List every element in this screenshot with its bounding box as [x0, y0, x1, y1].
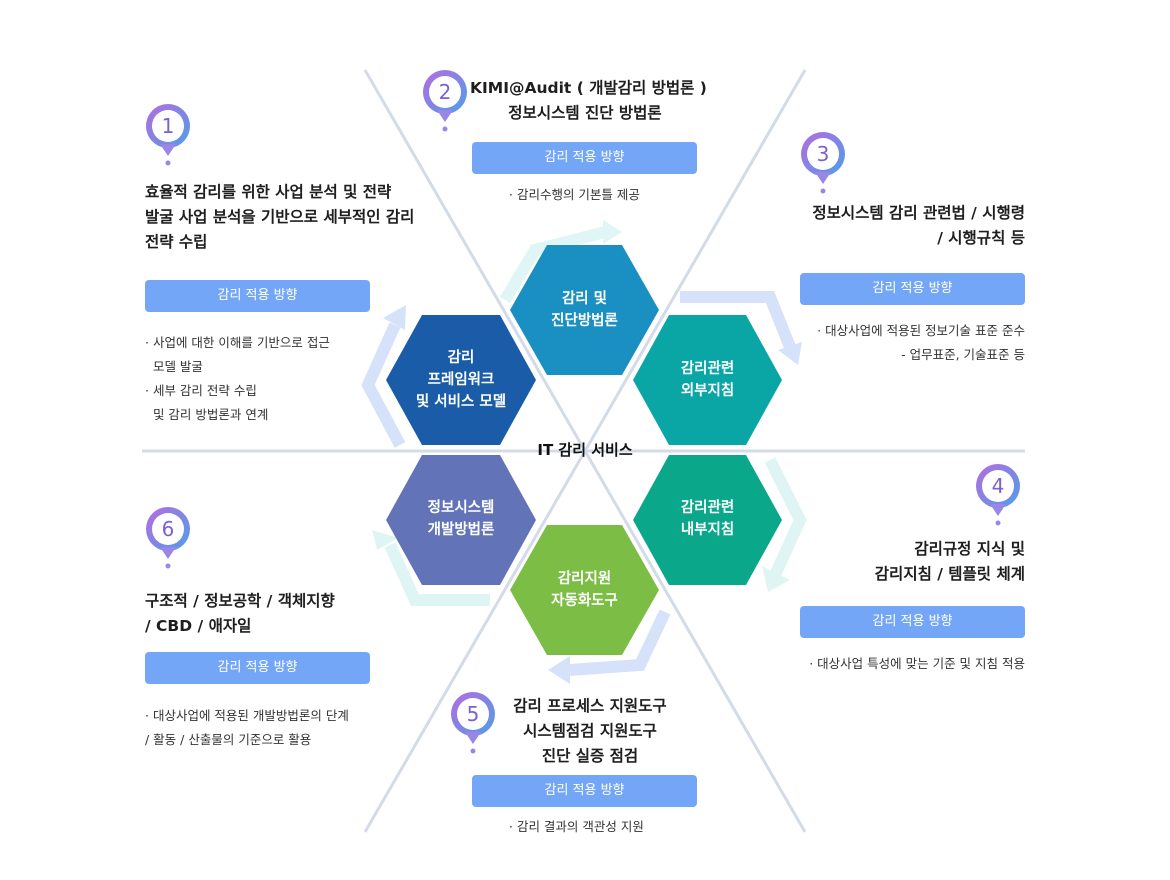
- section-1-desc-line-2: 모델 발굴: [145, 359, 203, 374]
- section-4-desc-line-1: · 대상사업 특성에 맞는 기준 및 지침 적용: [809, 656, 1025, 671]
- hex-internal-line-1: 감리관련: [680, 500, 735, 516]
- section-6-pill: 감리 적용 방향: [145, 652, 370, 684]
- divider-lines: [142, 69, 1025, 833]
- section-5-title: 감리 프로세스 지원도구 시스템점검 지원도구 진단 실증 점검: [500, 694, 680, 769]
- hex-internal: [633, 455, 782, 585]
- section-1-title-line-2: 발굴 사업 분석을 기반으로 세부적인 감리: [145, 208, 415, 226]
- section-4-title-line-2: 감리지침 / 템플릿 체계: [874, 565, 1025, 583]
- section-2-title-line-1: KIMI@Audit ( 개발감리 방법론 ): [470, 79, 707, 97]
- section-3-title: 정보시스템 감리 관련법 / 시행령 / 시행규칙 등: [770, 201, 1025, 251]
- hex-methodology-line-1: 감리 및: [561, 291, 608, 307]
- pin-6-number: 6: [162, 517, 175, 541]
- section-6-title-line-1: 구조적 / 정보공학 / 객체지향: [145, 592, 335, 610]
- section-5-title-line-1: 감리 프로세스 지원도구: [513, 697, 667, 715]
- section-1-pill: 감리 적용 방향: [145, 280, 370, 312]
- section-2-title: KIMI@Audit ( 개발감리 방법론 ) 정보시스템 진단 방법론: [470, 76, 707, 126]
- section-4-title-line-1: 감리규정 지식 및: [914, 540, 1025, 558]
- pin-3-number: 3: [817, 142, 830, 166]
- section-6-title-line-2: / CBD / 애자일: [145, 617, 252, 635]
- section-1-title-line-3: 전략 수립: [145, 233, 208, 251]
- hex-external-line-1: 감리관련: [680, 361, 735, 377]
- section-2-desc-line-1: · 감리수행의 기본틀 제공: [509, 187, 640, 202]
- section-4-desc: · 대상사업 특성에 맞는 기준 및 지침 적용: [760, 652, 1025, 676]
- section-6-desc-line-1: · 대상사업에 적용된 개발방법론의 단계: [145, 708, 349, 723]
- hex-automation-line-2: 자동화도구: [551, 593, 618, 609]
- section-6-title: 구조적 / 정보공학 / 객체지향 / CBD / 애자일: [145, 589, 335, 639]
- section-3-desc-line-1: · 대상사업에 적용된 정보기술 표준 준수: [817, 323, 1025, 338]
- hex-automation-label: 감리지원 자동화도구: [510, 568, 659, 612]
- arrow-bottom: [569, 609, 671, 676]
- hex-framework-line-2: 프레임워크: [427, 372, 495, 388]
- number-pin-1: 1: [146, 104, 190, 166]
- arrow-upper-right: [680, 291, 796, 350]
- hex-automation: [510, 525, 659, 655]
- pin-2-number: 2: [439, 80, 452, 104]
- section-3-title-line-2: / 시행규칙 등: [937, 229, 1025, 247]
- hex-dev-method-line-2: 개발방법론: [427, 522, 495, 538]
- section-2-desc: · 감리수행의 기본틀 제공: [509, 183, 640, 207]
- hex-internal-label: 감리관련 내부지침: [633, 497, 782, 541]
- section-3-desc: · 대상사업에 적용된 정보기술 표준 준수 - 업무표준, 기술표준 등: [770, 319, 1025, 367]
- section-1-desc-line-3: · 세부 감리 전략 수립: [145, 383, 257, 398]
- section-5-title-line-3: 진단 실증 점검: [541, 747, 639, 765]
- hex-external-line-2: 외부지침: [680, 383, 735, 399]
- section-1-title-line-1: 효율적 감리를 위한 사업 분석 및 전략: [145, 183, 392, 201]
- hex-internal-line-2: 내부지침: [680, 522, 735, 538]
- hex-dev-method: [386, 455, 536, 585]
- section-3-title-line-1: 정보시스템 감리 관련법 / 시행령: [812, 204, 1025, 222]
- hex-external-label: 감리관련 외부지침: [633, 358, 782, 402]
- hex-framework-line-3: 및 서비스 모델: [415, 394, 507, 410]
- section-4-title: 감리규정 지식 및 감리지침 / 템플릿 체계: [800, 537, 1025, 587]
- section-5-desc-line-1: · 감리 결과의 객관성 지원: [509, 819, 644, 834]
- hex-automation-line-1: 감리지원: [557, 571, 612, 587]
- section-3-desc-line-2: - 업무표준, 기술표준 등: [901, 347, 1025, 362]
- hex-dev-method-line-1: 정보시스템: [427, 500, 495, 516]
- section-4-pill: 감리 적용 방향: [800, 606, 1025, 638]
- section-5-pill: 감리 적용 방향: [472, 775, 697, 807]
- number-pin-5: 5: [451, 692, 495, 754]
- hex-external: [633, 315, 782, 445]
- section-3-pill: 감리 적용 방향: [800, 273, 1025, 305]
- hex-methodology-line-2: 진단방법론: [551, 313, 618, 329]
- section-6-desc: · 대상사업에 적용된 개발방법론의 단계 / 활동 / 산출물의 기준으로 활…: [145, 704, 349, 752]
- pin-5-number: 5: [467, 702, 480, 726]
- arrow-lower-left: [384, 542, 490, 606]
- arrow-lower-right: [764, 457, 807, 578]
- cycle-arrows: [361, 220, 807, 684]
- number-pin-2: 2: [423, 70, 467, 132]
- hexagons: [386, 245, 782, 655]
- pin-4-number: 4: [992, 474, 1005, 498]
- section-5-desc: · 감리 결과의 객관성 지원: [509, 815, 644, 839]
- section-1-desc-line-1: · 사업에 대한 이해를 기반으로 접근: [145, 335, 330, 350]
- number-pin-6: 6: [146, 507, 190, 569]
- section-2-title-line-2: 정보시스템 진단 방법론: [508, 104, 662, 122]
- hex-methodology-label: 감리 및 진단방법론: [510, 288, 659, 332]
- center-title: IT 감리 서비스: [537, 441, 633, 459]
- pin-1-number: 1: [162, 114, 175, 138]
- arrow-upper-left: [361, 322, 406, 448]
- hex-framework: [386, 315, 536, 445]
- section-5-title-line-2: 시스템점검 지원도구: [523, 722, 657, 740]
- section-2-pill: 감리 적용 방향: [472, 142, 697, 174]
- hex-framework-label: 감리 프레임워크 및 서비스 모델: [386, 347, 536, 413]
- hex-dev-method-label: 정보시스템 개발방법론: [386, 497, 536, 541]
- section-6-desc-line-2: / 활동 / 산출물의 기준으로 활용: [145, 732, 312, 747]
- number-pin-4: 4: [976, 464, 1020, 526]
- hex-framework-line-1: 감리: [447, 350, 475, 366]
- section-1-desc: · 사업에 대한 이해를 기반으로 접근 모델 발굴 · 세부 감리 전략 수립…: [145, 331, 330, 427]
- hex-methodology: [510, 245, 659, 375]
- arrow-top: [499, 226, 607, 304]
- section-1-title: 효율적 감리를 위한 사업 분석 및 전략 발굴 사업 분석을 기반으로 세부적…: [145, 180, 414, 255]
- section-1-desc-line-4: 및 감리 방법론과 연계: [145, 407, 269, 422]
- number-pin-3: 3: [801, 132, 845, 194]
